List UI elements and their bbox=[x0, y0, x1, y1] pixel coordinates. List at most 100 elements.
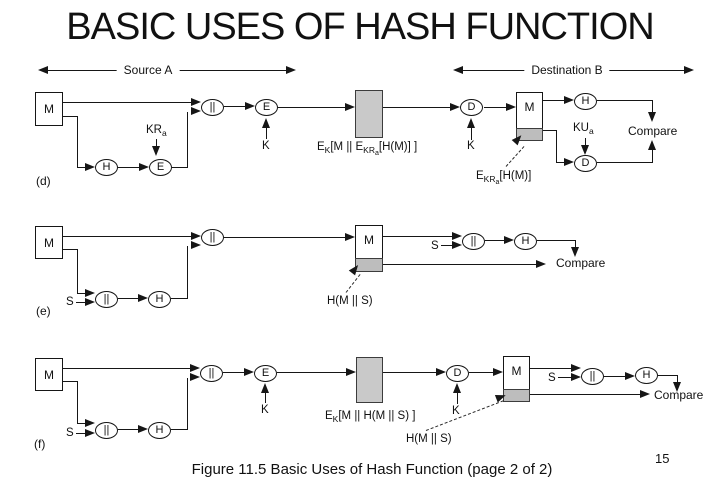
flow-line bbox=[63, 249, 78, 251]
flow-line bbox=[441, 245, 452, 247]
ciphertext-formula: EK[M || EKRa[H(M)] ] bbox=[317, 141, 418, 157]
hash-node: H bbox=[95, 159, 118, 176]
arrowhead bbox=[625, 372, 635, 380]
encrypt-node: E bbox=[254, 365, 277, 382]
arrowhead bbox=[245, 102, 255, 110]
arrowhead bbox=[191, 241, 201, 249]
leader-line bbox=[425, 400, 504, 431]
flow-line bbox=[63, 381, 78, 383]
secret-label: S bbox=[66, 427, 74, 439]
encrypt-node: E bbox=[255, 99, 278, 116]
compare-label: Compare bbox=[654, 388, 704, 402]
flow-line bbox=[383, 264, 536, 266]
hash-strip bbox=[503, 389, 530, 402]
arrowhead bbox=[436, 368, 446, 376]
flow-line bbox=[118, 298, 139, 300]
flow-line bbox=[585, 138, 587, 145]
flow-line bbox=[156, 139, 158, 146]
flow-line bbox=[266, 128, 268, 139]
message-label: M bbox=[511, 364, 522, 378]
flow-line bbox=[652, 150, 654, 163]
flow-line bbox=[530, 394, 640, 396]
arrowhead bbox=[139, 163, 149, 171]
arrowhead bbox=[452, 232, 462, 240]
row-label: (e) bbox=[36, 304, 51, 318]
arrowhead bbox=[345, 103, 355, 111]
arrowhead bbox=[581, 145, 589, 155]
arrowhead bbox=[262, 118, 270, 128]
flow-line bbox=[77, 249, 79, 294]
strip-formula: H(M || S) bbox=[406, 433, 452, 445]
secret-label: S bbox=[431, 240, 439, 252]
arrowhead bbox=[453, 66, 463, 74]
flow-line bbox=[485, 240, 504, 242]
arrowhead bbox=[504, 236, 514, 244]
arrowhead bbox=[191, 232, 201, 240]
arrowhead bbox=[38, 66, 48, 74]
secret-label: S bbox=[548, 372, 556, 384]
arrowhead bbox=[345, 233, 355, 241]
hash-node: H bbox=[148, 422, 171, 439]
flow-line bbox=[118, 429, 138, 431]
destination-label: Destination B bbox=[524, 63, 610, 77]
arrowhead bbox=[261, 383, 269, 393]
flow-line bbox=[118, 167, 140, 169]
flow-line bbox=[63, 368, 190, 370]
arrowhead bbox=[648, 140, 656, 150]
flow-line bbox=[76, 433, 85, 435]
flow-line bbox=[383, 107, 450, 109]
arrowhead bbox=[346, 368, 356, 376]
flow-line bbox=[537, 240, 576, 242]
arrowhead bbox=[85, 289, 95, 297]
flow-line bbox=[383, 372, 436, 374]
private-key-label: KRa bbox=[146, 124, 167, 138]
flow-line bbox=[76, 302, 85, 304]
flow-line bbox=[469, 372, 493, 374]
flow-line bbox=[224, 106, 245, 108]
flow-line bbox=[77, 116, 79, 168]
row-label: (f) bbox=[34, 437, 46, 451]
arrowhead bbox=[493, 368, 503, 376]
arrowhead bbox=[190, 364, 200, 372]
page-title: BASIC USES OF HASH FUNCTION bbox=[66, 6, 654, 48]
hash-node: H bbox=[635, 367, 658, 384]
hash-node: H bbox=[514, 233, 537, 250]
flow-line bbox=[77, 293, 85, 295]
source-label: Source A bbox=[116, 63, 180, 77]
row-label: (d) bbox=[36, 174, 51, 188]
arrowhead bbox=[536, 260, 546, 268]
arrowhead bbox=[191, 98, 201, 106]
flow-line bbox=[63, 236, 191, 238]
arrowhead bbox=[244, 368, 254, 376]
flow-line bbox=[278, 107, 345, 109]
secret-label: S bbox=[66, 296, 74, 308]
hash-strip bbox=[516, 128, 543, 141]
flow-line bbox=[556, 130, 558, 163]
flow-line bbox=[597, 162, 653, 164]
arrowhead bbox=[571, 373, 581, 381]
flow-line bbox=[77, 167, 86, 169]
flow-line bbox=[63, 116, 78, 118]
key-label: K bbox=[452, 405, 460, 417]
concat-node: || bbox=[200, 365, 223, 382]
decrypt-node: D bbox=[574, 155, 597, 172]
compare-label: Compare bbox=[628, 124, 678, 138]
arrowhead bbox=[571, 247, 579, 257]
arrowhead bbox=[648, 112, 656, 122]
flow-line bbox=[558, 377, 571, 379]
flow-line bbox=[77, 381, 79, 424]
flow-line bbox=[471, 128, 473, 140]
flow-line bbox=[265, 393, 267, 403]
flow-line bbox=[171, 298, 188, 300]
arrowhead bbox=[571, 364, 581, 372]
key-label: K bbox=[467, 140, 475, 152]
flow-line bbox=[557, 162, 565, 164]
key-label: K bbox=[262, 140, 270, 152]
arrowhead bbox=[190, 373, 200, 381]
key-label: K bbox=[261, 404, 269, 416]
flow-line bbox=[277, 372, 346, 374]
flow-line bbox=[677, 375, 679, 382]
flow-line bbox=[457, 393, 459, 404]
arrowhead bbox=[85, 419, 95, 427]
